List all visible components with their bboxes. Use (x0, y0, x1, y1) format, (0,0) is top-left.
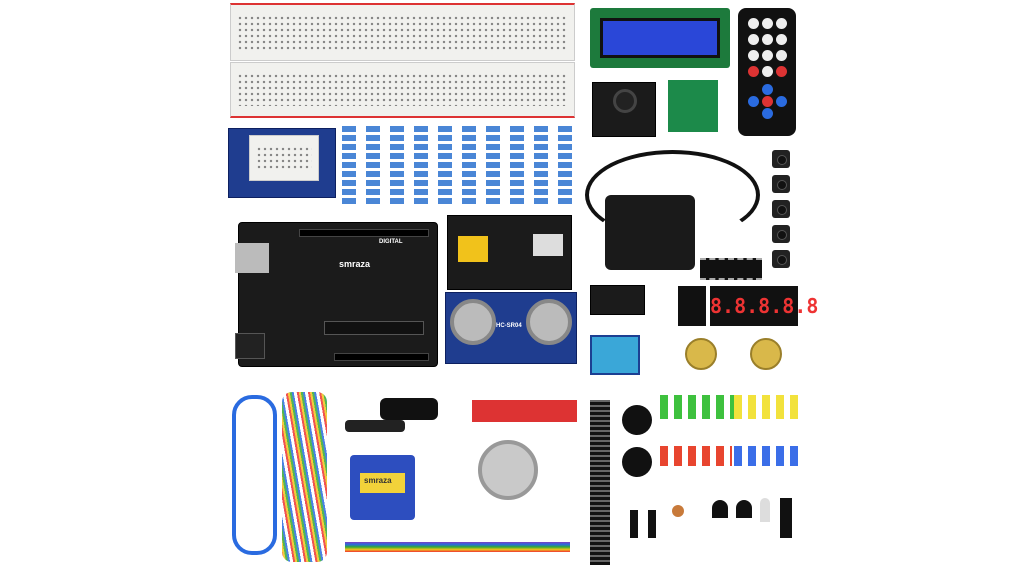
diode (648, 510, 656, 538)
buzzer (622, 447, 652, 477)
transistor (736, 500, 752, 518)
board-header-label: DIGITAL (379, 239, 403, 245)
usb-cable (232, 395, 277, 555)
diode (630, 510, 638, 538)
push-button (772, 150, 790, 168)
joystick-module (592, 82, 656, 137)
ir-receiver-module (590, 285, 645, 315)
jumper-wires (282, 392, 327, 562)
board-brand-label: smraza (339, 259, 371, 269)
seven-segment-display-4: 8.8.8.8.8 (710, 286, 818, 326)
led-row-red (660, 446, 732, 466)
dc-jack-cable (345, 420, 405, 432)
sensor-label: HC-SR04 (496, 323, 522, 329)
servo-motor: smraza (350, 455, 415, 520)
ic-chip (700, 258, 762, 280)
ir-remote (738, 8, 796, 136)
stepper-driver-board (668, 80, 718, 132)
resistors (342, 126, 577, 204)
potentiometer (685, 338, 717, 370)
tilt-sensor (780, 498, 792, 538)
push-button (772, 250, 790, 268)
photoresistor (672, 505, 684, 517)
adapter-cable (585, 150, 760, 240)
servo-brand-label: smraza (364, 476, 392, 485)
led-row-blue (734, 446, 800, 466)
push-button (772, 175, 790, 193)
potentiometer (750, 338, 782, 370)
water-sensor (472, 400, 577, 422)
push-button (772, 225, 790, 243)
dht11-sensor (590, 335, 640, 375)
ultrasonic-sensor: HC-SR04 (445, 292, 577, 364)
prototype-shield (228, 128, 336, 198)
ir-led (760, 498, 770, 522)
seven-segment-display-1 (678, 286, 706, 326)
ribbon-jumper (345, 542, 570, 552)
breadboard-large-2 (230, 62, 575, 118)
battery-clip (380, 398, 438, 420)
led-row-yellow (734, 395, 800, 419)
breadboard-large (230, 3, 575, 61)
stepper-motor (478, 440, 538, 500)
pin-headers (590, 400, 610, 565)
transistor (712, 500, 728, 518)
lcd-module (590, 8, 730, 68)
arduino-board: DIGITAL smraza (235, 222, 438, 367)
push-button (772, 200, 790, 218)
buzzer (622, 405, 652, 435)
breadboard-power-module (447, 215, 572, 290)
